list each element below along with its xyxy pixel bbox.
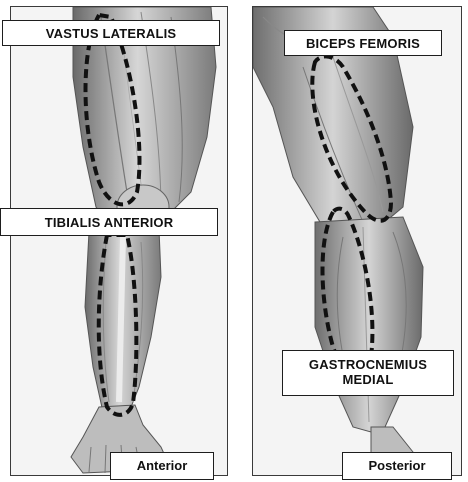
posterior-view-tag: Posterior [342,452,452,480]
label-vastus-lateralis: VASTUS LATERALIS [2,20,220,46]
label-gastrocnemius-medial: GASTROCNEMIUS MEDIAL [282,350,454,396]
label-biceps-femoris: BICEPS FEMORIS [284,30,442,56]
anterior-view-tag: Anterior [110,452,214,480]
posterior-calf-shape [315,217,423,432]
anterior-leg-illustration [11,7,228,476]
posterior-leg-illustration [253,7,462,476]
gastrocnemius-label-line2: MEDIAL [283,372,453,387]
anterior-view-panel [10,6,228,476]
gastrocnemius-label-line1: GASTROCNEMIUS [283,357,453,372]
posterior-view-panel [252,6,462,476]
label-tibialis-anterior: TIBIALIS ANTERIOR [0,208,218,236]
